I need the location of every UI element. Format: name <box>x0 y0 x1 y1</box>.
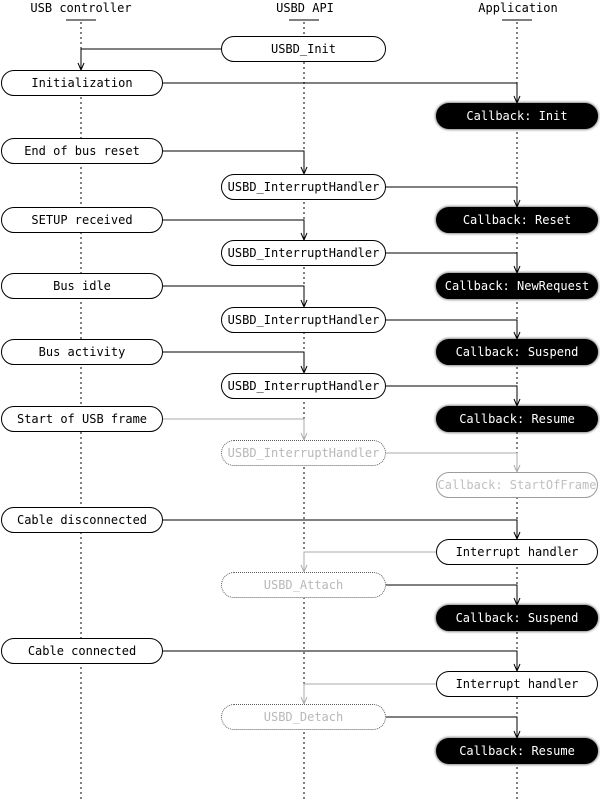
node-callback-init: Callback: Init <box>436 103 598 129</box>
connector-interrupt-handler-to-usbd-detach-inactive <box>300 683 436 706</box>
node-callback-suspend-2: Callback: Suspend <box>436 605 598 631</box>
connector-interrupthandler-to-callback-resume <box>386 385 521 408</box>
node-callback-startofframe-inactive: Callback: StartOfFrame <box>436 472 598 498</box>
node-callback-suspend-1: Callback: Suspend <box>436 339 598 365</box>
node-usbd-interrupthandler-4: USBD_InterruptHandler <box>221 373 386 399</box>
node-cable-disconnected: Cable disconnected <box>1 507 163 533</box>
connector-setup-received-to-interrupthandler <box>163 219 308 242</box>
connector-start-of-usb-frame-to-interrupthandler-inactive <box>163 418 308 442</box>
node-usbd-interrupthandler-3: USBD_InterruptHandler <box>221 307 386 333</box>
connector-cable-disconnected-to-interrupt-handler <box>163 519 521 541</box>
node-end-of-bus-reset: End of bus reset <box>1 138 163 164</box>
node-usbd-detach-inactive: USBD_Detach <box>221 704 386 730</box>
node-bus-activity: Bus activity <box>1 339 163 365</box>
node-interrupt-handler-1: Interrupt handler <box>436 539 598 565</box>
node-usbd-init: USBD_Init <box>221 36 386 62</box>
node-callback-resume-1: Callback: Resume <box>436 406 598 432</box>
connector-usbd-init-to-initialization <box>77 48 221 72</box>
node-usbd-interrupthandler-2: USBD_InterruptHandler <box>221 240 386 266</box>
connector-interrupthandler-to-callback-suspend <box>386 319 521 341</box>
node-usbd-attach-inactive: USBD_Attach <box>221 572 386 598</box>
column-header-usbd-api: USBD API <box>276 1 334 15</box>
node-callback-reset: Callback: Reset <box>436 207 598 233</box>
column-header-application: Application <box>478 1 558 15</box>
node-interrupt-handler-2: Interrupt handler <box>436 671 598 697</box>
node-start-of-usb-frame: Start of USB frame <box>1 406 163 432</box>
connector-initialization-to-callback-init <box>163 82 521 105</box>
node-usbd-interrupthandler-5-inactive: USBD_InterruptHandler <box>221 440 386 466</box>
node-usbd-interrupthandler-1: USBD_InterruptHandler <box>221 174 386 200</box>
column-header-usb-controller: USB controller <box>30 1 132 15</box>
node-setup-received: SETUP received <box>1 207 163 233</box>
connector-interrupt-handler-to-usbd-attach-inactive <box>300 551 436 574</box>
node-callback-newrequest: Callback: NewRequest <box>436 273 598 299</box>
connector-interrupthandler-to-callback-startofframe-inactive <box>386 452 521 474</box>
connector-cable-connected-to-interrupt-handler <box>163 650 521 673</box>
node-initialization: Initialization <box>1 70 163 96</box>
connector-usbd-detach-to-callback-resume <box>386 716 521 740</box>
node-callback-resume-2: Callback: Resume <box>436 738 598 764</box>
connector-bus-activity-to-interrupthandler <box>163 351 308 375</box>
connector-interrupthandler-to-callback-reset <box>386 186 521 209</box>
node-cable-connected: Cable connected <box>1 638 163 664</box>
connector-usbd-attach-to-callback-suspend <box>386 584 521 607</box>
connector-bus-idle-to-interrupthandler <box>163 285 308 309</box>
node-bus-idle: Bus idle <box>1 273 163 299</box>
connector-interrupthandler-to-callback-newrequest <box>386 252 521 275</box>
connector-end-of-bus-reset-to-interrupthandler <box>163 150 308 176</box>
